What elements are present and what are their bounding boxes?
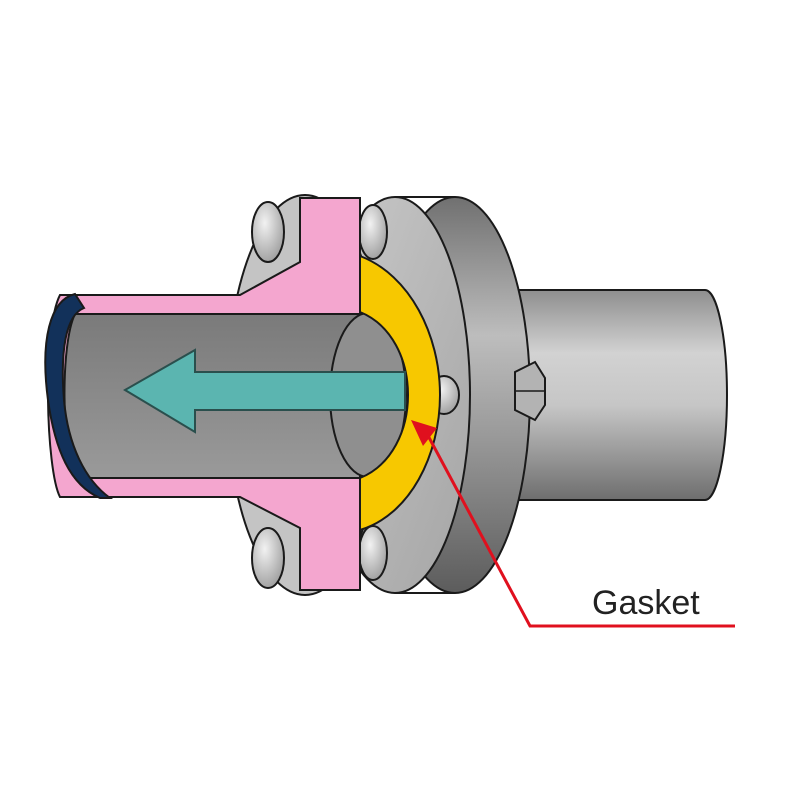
- bolt-bottom-left: [251, 527, 285, 589]
- outlet-pipe: [469, 289, 728, 501]
- gasket-pointer: [411, 420, 735, 628]
- pipe-end-rim: [44, 292, 114, 499]
- flange-bolts: [251, 201, 460, 589]
- bolt-top-right: [358, 204, 388, 260]
- gasket-label: Gasket: [592, 584, 700, 622]
- bolt-top-left: [251, 201, 285, 263]
- hex-nut: [514, 360, 546, 422]
- flow-arrow: [123, 348, 406, 434]
- gasket: [359, 254, 442, 532]
- bolt-bottom-right: [358, 525, 388, 581]
